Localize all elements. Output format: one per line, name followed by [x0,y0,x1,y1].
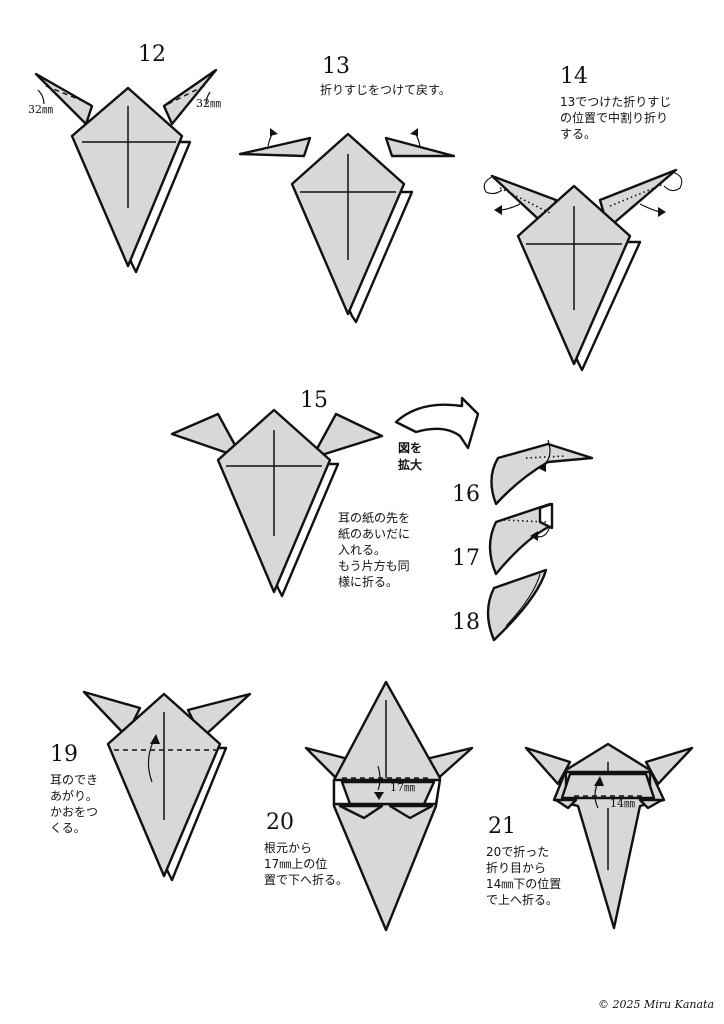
step-17-figure [488,502,554,576]
measure-14mm: 14㎜ [610,797,635,810]
step-12-number: 12 [138,42,166,67]
enlarge-label: 図を 拡大 [398,441,423,472]
step-15-figure [170,408,384,598]
step-17-number: 17 [452,546,480,571]
left-ear [238,136,312,158]
measure-32mm-left: 32㎜ [28,103,53,116]
step-19-figure [82,690,252,882]
step-15-number: 15 [300,388,328,413]
measure-17mm: 17㎜ [390,781,415,794]
step-19-number: 19 [50,742,78,767]
right-ear [384,136,456,158]
step-16-figure [490,439,594,506]
copyright: © 2025 Miru Kanata [598,998,715,1011]
step-13-instruction: 折りすじをつけて戻す。 [320,83,451,97]
step-20-figure [304,680,474,932]
step-14-figure [483,168,683,372]
diamond-body [70,86,184,268]
step-21-instruction: 20で折った 折り目から 14㎜下の位置 で上へ折る。 [486,845,562,907]
left-ear [170,412,244,460]
step-13-number: 13 [322,54,350,79]
step-12-figure [34,68,218,274]
step-19-instruction: 耳のでき あがり。 かおをつ くる。 [50,773,99,835]
step-14-number: 14 [560,64,588,89]
step-18-number: 18 [452,610,480,635]
right-ear [162,68,218,126]
enlarge-arrow [394,396,480,450]
step-13-figure [238,128,456,324]
step-14-instruction: 13でつけた折りすじ の位置で中割り折り する。 [560,95,672,141]
step-15-instruction: 耳の紙の先を 紙のあいだに 入れる。 もう片方も同 様に折る。 [338,511,411,589]
step-21-figure [524,742,694,930]
step-18-figure [486,568,548,642]
measure-32mm-right: 32㎜ [196,97,221,110]
step-20-number: 20 [266,810,294,835]
step-16-number: 16 [452,482,480,507]
step-20-instruction: 根元から 17㎜上の位 置で下へ折る。 [264,841,349,887]
step-21-number: 21 [488,814,516,839]
left-ear [34,72,94,126]
